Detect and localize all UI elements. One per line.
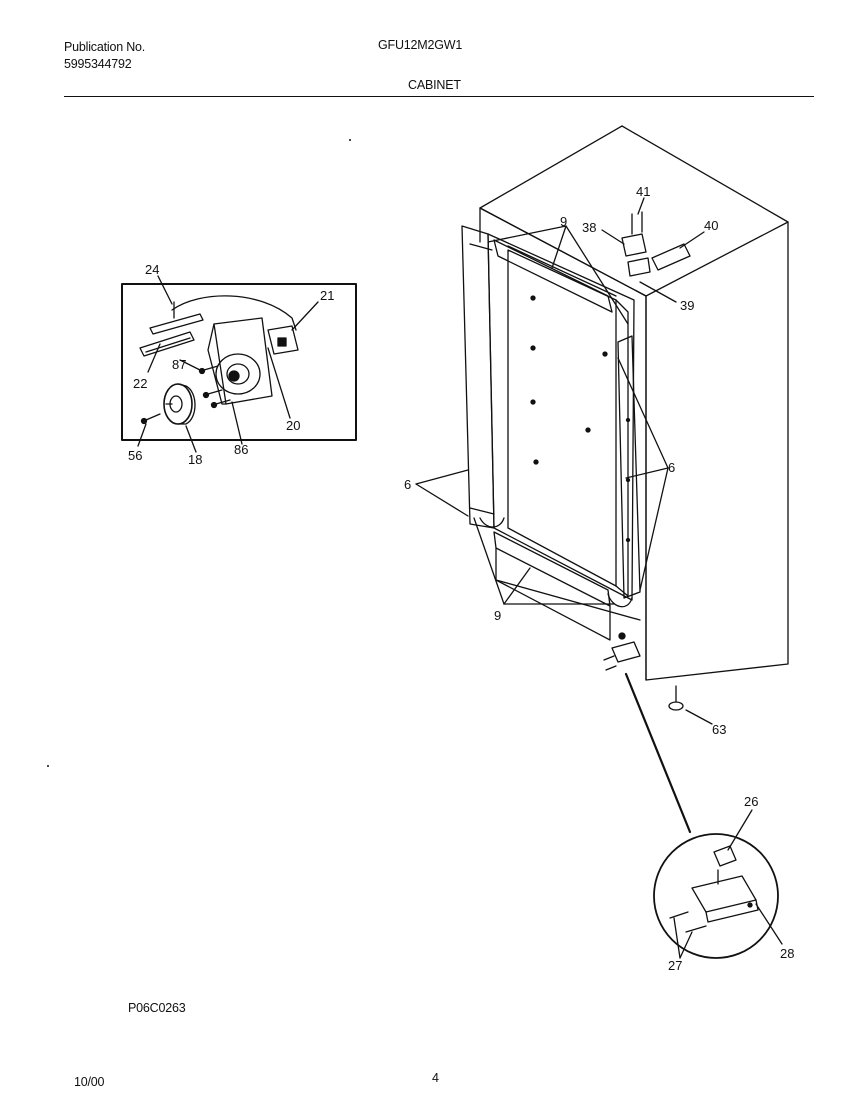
callout-39: 39	[680, 298, 694, 313]
model-number: GFU12M2GW1	[378, 38, 463, 52]
publication-label: Publication No.	[64, 40, 146, 54]
callout-21: 21	[320, 288, 334, 303]
callout-9-bottom: 9	[494, 608, 501, 623]
hinge-detail-circle	[653, 809, 783, 959]
callout-27: 27	[668, 958, 682, 973]
control-inset	[121, 275, 357, 453]
section-title: CABINET	[408, 78, 461, 92]
callout-63: 63	[712, 722, 726, 737]
publication-number: 5995344792	[64, 57, 132, 71]
callout-20: 20	[286, 418, 300, 433]
figure-code: P06C0263	[128, 1001, 186, 1015]
callout-6-left: 6	[404, 477, 411, 492]
gasket-leaders	[415, 225, 669, 605]
callout-38: 38	[582, 220, 596, 235]
cabinet	[461, 125, 789, 681]
callout-28: 28	[780, 946, 794, 961]
callout-6-right: 6	[668, 460, 675, 475]
header-rule	[64, 96, 814, 97]
callout-24: 24	[145, 262, 159, 277]
callout-labels: 24 21 22 87 20 56 18 86 41 38 40 39 9 9 …	[128, 184, 794, 973]
callout-87: 87	[172, 357, 186, 372]
callout-18: 18	[188, 452, 202, 467]
callout-40: 40	[704, 218, 718, 233]
bottom-hinge	[603, 632, 713, 834]
callout-9-top: 9	[560, 214, 567, 229]
top-hinge	[601, 197, 705, 303]
revision-date: 10/00	[74, 1075, 105, 1089]
callout-56: 56	[128, 448, 142, 463]
callout-41: 41	[636, 184, 650, 199]
callout-22: 22	[133, 376, 147, 391]
page-number: 4	[432, 1071, 439, 1085]
callout-26: 26	[744, 794, 758, 809]
callout-86: 86	[234, 442, 248, 457]
